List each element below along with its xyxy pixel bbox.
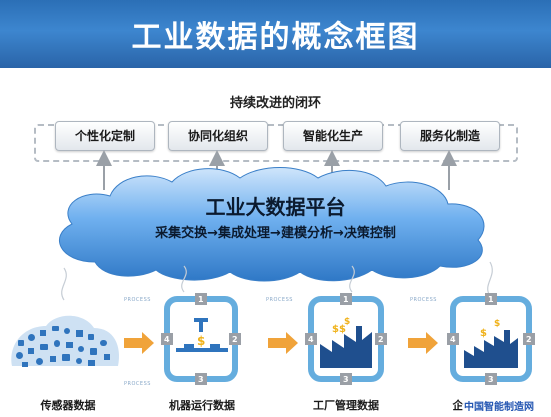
svg-text:$$: $$ — [332, 324, 346, 335]
svg-text:$: $ — [480, 328, 487, 339]
step-badge: 3 — [198, 375, 204, 384]
platform-subtitle: 采集交换→集成处理→建模分析→决策控制 — [155, 226, 396, 241]
loop-item-service: 服务化制造 — [400, 121, 500, 151]
cycle-machine: $ — [164, 296, 238, 382]
wisp-3 — [349, 265, 355, 293]
flow-arrow-2 — [268, 332, 298, 354]
step-badge: 3 — [488, 375, 494, 384]
cycle-enterprise: $ $ — [450, 296, 532, 382]
loop-dashed-box — [34, 124, 518, 162]
step-badge: 2 — [232, 335, 238, 344]
stage-label-machine: 机器运行数据 — [169, 399, 235, 412]
wisp-1 — [61, 267, 67, 301]
factory-icon: $$ $ — [320, 317, 372, 368]
step-badge: 4 — [164, 335, 170, 344]
step-badge: 4 — [450, 335, 456, 344]
process-label: PROCESS — [410, 297, 437, 303]
step-badge: 2 — [378, 335, 384, 344]
step-badge: 3 — [343, 375, 349, 384]
valve-icon: $ — [176, 318, 228, 352]
cycle-factory: $$ $ — [308, 296, 384, 382]
svg-text:$: $ — [494, 319, 500, 329]
step-badges: 1 2 3 4 1 2 3 4 1 2 3 4 — [161, 293, 535, 385]
watermark: 中国智能制造网 — [462, 398, 536, 413]
title-banner: 工业数据的概念框图 — [0, 0, 551, 68]
loop-item-intelligent: 智能化生产 — [283, 121, 383, 151]
process-label: PROCESS — [124, 381, 151, 387]
page-title: 工业数据的概念框图 — [131, 20, 420, 55]
enterprise-factory-icon: $ $ — [464, 319, 518, 368]
step-badge: 4 — [308, 335, 314, 344]
stage-label-enterprise: 企 — [452, 399, 464, 412]
step-badge: 1 — [198, 295, 204, 304]
loop-label: 持续改进的闭环 — [229, 96, 321, 111]
step-badge: 2 — [526, 335, 532, 344]
sensor-icon-cluster — [11, 315, 120, 367]
process-label: PROCESS — [266, 297, 293, 303]
wisp-4 — [487, 261, 493, 297]
step-badge: 1 — [343, 295, 349, 304]
flow-arrow-1 — [124, 332, 154, 354]
wisp-2 — [181, 265, 187, 293]
platform-title: 工业大数据平台 — [205, 195, 346, 219]
flow-arrow-3 — [408, 332, 438, 354]
svg-text:$: $ — [344, 317, 350, 327]
svg-text:$: $ — [197, 334, 205, 348]
step-badge: 1 — [488, 295, 494, 304]
loop-item-collaborative: 协同化组织 — [168, 121, 268, 151]
process-label: PROCESS — [124, 297, 151, 303]
stage-label-sensor: 传感器数据 — [40, 399, 96, 412]
flow-arrows — [124, 332, 438, 354]
stage-label-factory: 工厂管理数据 — [313, 399, 379, 412]
data-platform-cloud — [59, 167, 485, 282]
